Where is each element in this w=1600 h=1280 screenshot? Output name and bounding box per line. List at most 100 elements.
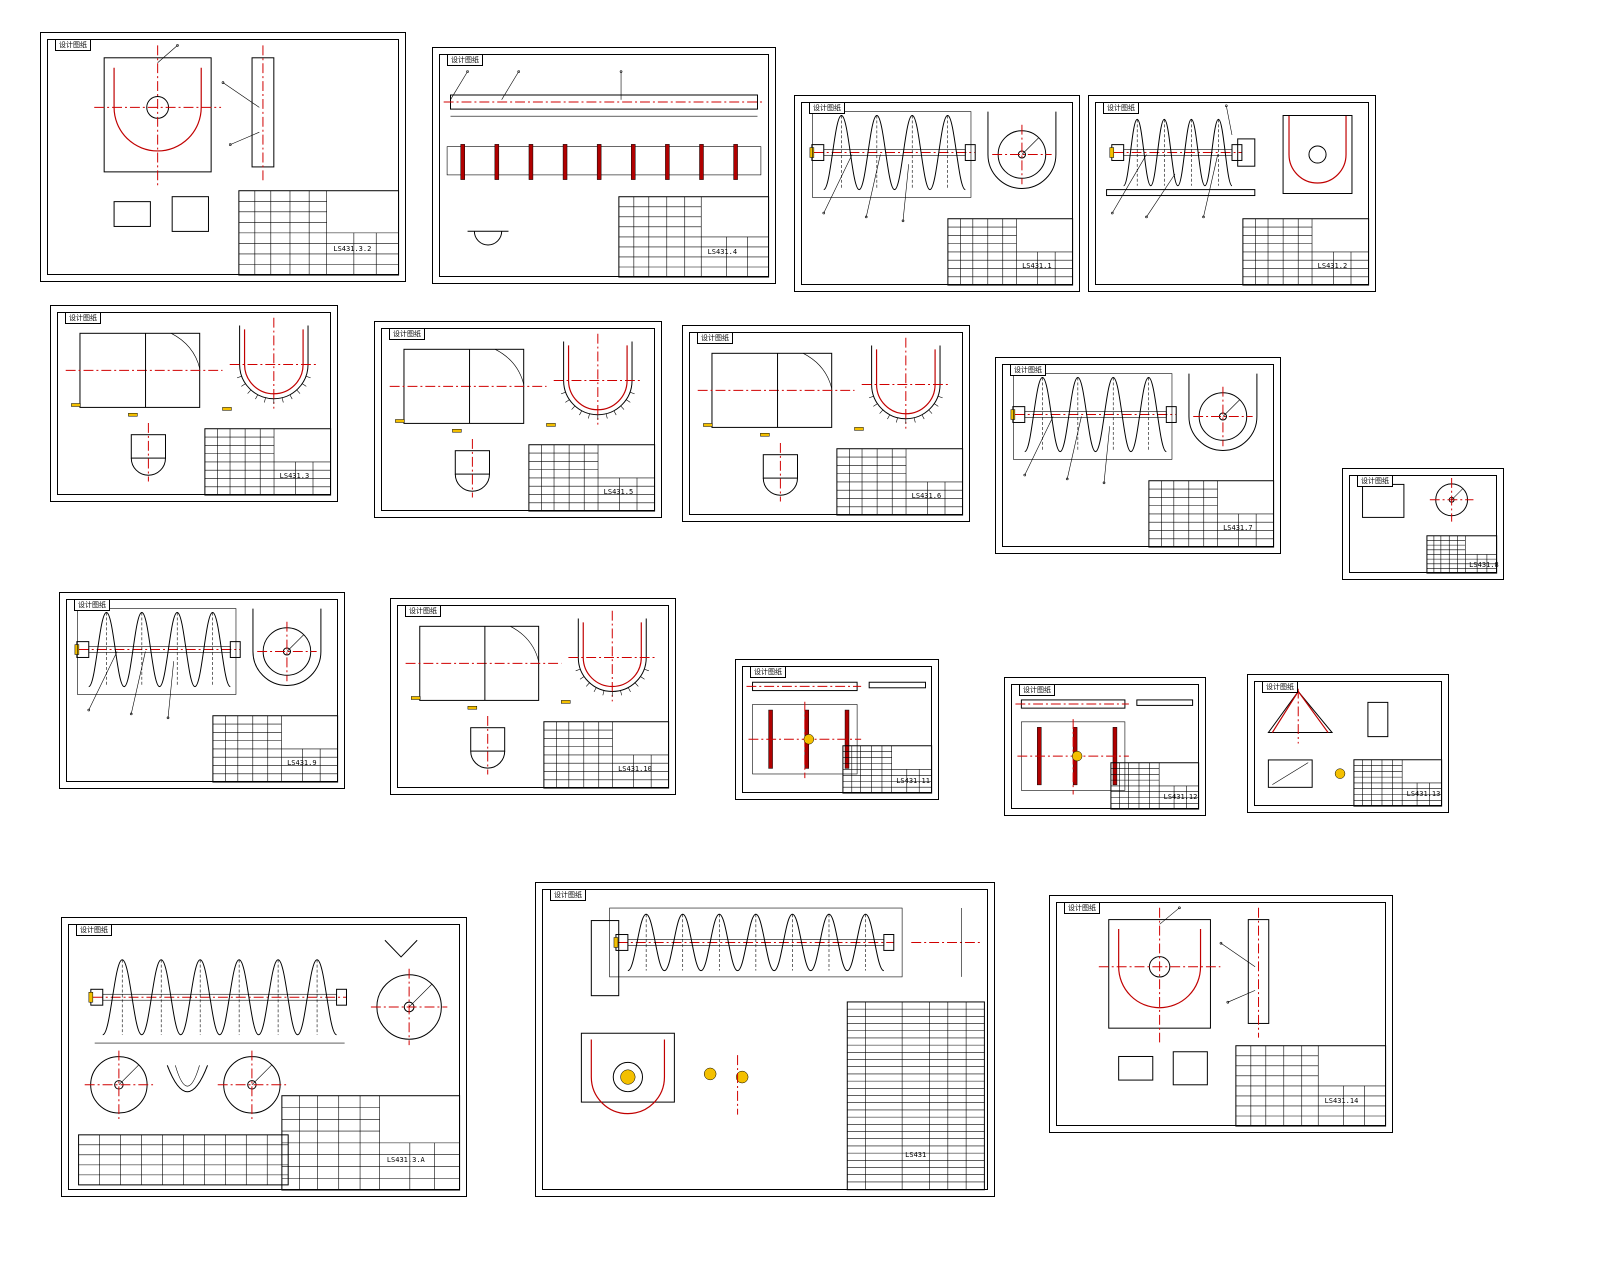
drawing-number: LS431.3.A bbox=[386, 1155, 425, 1164]
title-block bbox=[212, 715, 339, 783]
title-block bbox=[204, 428, 332, 496]
sheet-graphics bbox=[78, 939, 461, 1191]
sheet-tag: 设计图纸 bbox=[1064, 902, 1100, 914]
sheet-graphics bbox=[405, 610, 670, 789]
sheet-tag: 设计图纸 bbox=[76, 924, 112, 936]
drawing-sheet: 设计图纸 LS431.2 bbox=[1088, 95, 1376, 292]
sheet-tag: 设计图纸 bbox=[74, 599, 110, 611]
sheet-border bbox=[1254, 681, 1442, 806]
drawing-sheet: 设计图纸 LS431 bbox=[535, 882, 995, 1197]
drawing-number: LS431.6 bbox=[911, 491, 942, 500]
drawing-sheet: 设计图纸 LS431.6 bbox=[682, 325, 970, 522]
sheet-tag: 设计图纸 bbox=[55, 39, 91, 51]
drawing-number: LS431.5 bbox=[603, 487, 634, 496]
sheet-border bbox=[1349, 475, 1497, 573]
title-block bbox=[842, 745, 933, 794]
sheet-tag: 设计图纸 bbox=[1019, 684, 1055, 696]
sheet-border bbox=[66, 599, 338, 782]
drawing-sheet: 设计图纸 LS431.7 bbox=[995, 357, 1281, 554]
drawing-sheet: 设计图纸 LS431.8 bbox=[1342, 468, 1504, 580]
drawing-number: LS431.13 bbox=[1406, 790, 1441, 799]
title-block bbox=[618, 196, 770, 278]
drawing-number: LS431.3.2 bbox=[333, 244, 372, 253]
drawing-number: LS431.9 bbox=[287, 758, 317, 767]
sheet-graphics bbox=[443, 70, 770, 278]
sheet-border bbox=[801, 102, 1073, 285]
title-block bbox=[1242, 218, 1370, 286]
sheet-graphics bbox=[1015, 699, 1200, 810]
sheet-border bbox=[47, 39, 399, 275]
sheet-tag: 设计图纸 bbox=[550, 889, 586, 901]
sheet-border bbox=[542, 889, 988, 1190]
drawing-sheet: 设计图纸 LS431.4 bbox=[432, 47, 776, 284]
sheet-border bbox=[1011, 684, 1199, 809]
sheet-border bbox=[381, 328, 655, 511]
sheet-tag: 设计图纸 bbox=[697, 332, 733, 344]
drawing-number: LS431.10 bbox=[618, 764, 652, 773]
drawing-sheet: 设计图纸 LS431.3.A bbox=[61, 917, 467, 1197]
sheet-border bbox=[742, 666, 932, 793]
sheet-graphics bbox=[1106, 104, 1370, 286]
drawing-number: LS431.14 bbox=[1324, 1097, 1359, 1106]
sheet-graphics bbox=[94, 44, 400, 276]
drawing-sheet: 设计图纸 LS431.3.2 bbox=[40, 32, 406, 282]
drawing-number: LS431.3 bbox=[279, 471, 310, 480]
sheet-border bbox=[439, 54, 769, 277]
title-block bbox=[1235, 1045, 1387, 1127]
sheet-tag: 设计图纸 bbox=[389, 328, 425, 340]
drawing-number: LS431 bbox=[905, 1151, 927, 1160]
sheet-tag: 设计图纸 bbox=[1103, 102, 1139, 114]
sheet-tag: 设计图纸 bbox=[1010, 364, 1046, 376]
sheet-border bbox=[68, 924, 460, 1190]
sheet-graphics bbox=[1267, 688, 1443, 807]
sheet-tag: 设计图纸 bbox=[750, 666, 786, 678]
drawing-sheet: 设计图纸 LS431.10 bbox=[390, 598, 676, 795]
sheet-tag: 设计图纸 bbox=[1262, 681, 1298, 693]
title-block bbox=[543, 721, 670, 789]
parameter-table bbox=[78, 1134, 289, 1186]
drawing-number: LS431.7 bbox=[1223, 523, 1253, 532]
drawing-sheet: 设计图纸 LS431.14 bbox=[1049, 895, 1393, 1133]
sheet-tag: 设计图纸 bbox=[809, 102, 845, 114]
drawing-sheet: 设计图纸 LS431.13 bbox=[1247, 674, 1449, 813]
title-block bbox=[836, 448, 964, 516]
sheet-tag: 设计图纸 bbox=[405, 605, 441, 617]
title-block bbox=[281, 1095, 461, 1191]
sheet-tag: 设计图纸 bbox=[447, 54, 483, 66]
sheet-graphics bbox=[74, 608, 339, 783]
drawing-sheet: 设计图纸 LS431.11 bbox=[735, 659, 939, 800]
drawing-number: LS431.4 bbox=[707, 248, 738, 257]
title-block bbox=[1148, 480, 1275, 548]
drawing-number: LS431.1 bbox=[1022, 261, 1052, 270]
sheet-graphics bbox=[65, 317, 332, 496]
drawing-number: LS431.2 bbox=[1317, 261, 1348, 270]
sheet-graphics bbox=[809, 111, 1074, 286]
sheet-graphics bbox=[746, 681, 933, 794]
drawing-number: LS431.12 bbox=[1163, 793, 1198, 802]
sheet-graphics bbox=[580, 907, 985, 1191]
sheet-graphics bbox=[1098, 906, 1387, 1127]
title-block bbox=[1426, 535, 1498, 574]
title-block bbox=[1353, 759, 1443, 807]
drawing-sheet: 设计图纸 LS431.3 bbox=[50, 305, 338, 502]
drawing-sheet: 设计图纸 LS431.9 bbox=[59, 592, 345, 789]
title-block bbox=[1110, 762, 1200, 810]
drawing-number: LS431.11 bbox=[896, 776, 930, 785]
sheet-border bbox=[1002, 364, 1274, 547]
sheet-tag: 设计图纸 bbox=[65, 312, 101, 324]
sheet-graphics bbox=[389, 333, 656, 512]
drawing-sheet: 设计图纸 LS431.5 bbox=[374, 321, 662, 518]
title-block bbox=[238, 190, 400, 276]
sheet-border bbox=[1095, 102, 1369, 285]
sheet-border bbox=[397, 605, 669, 788]
title-block bbox=[947, 218, 1074, 286]
sheet-border bbox=[689, 332, 963, 515]
sheet-tag: 设计图纸 bbox=[1357, 475, 1393, 487]
drawing-sheet: 设计图纸 LS431.12 bbox=[1004, 677, 1206, 816]
sheet-border bbox=[57, 312, 331, 495]
sheet-graphics bbox=[1010, 373, 1275, 548]
drawing-sheet: 设计图纸 LS431.1 bbox=[794, 95, 1080, 292]
drawing-number: LS431.8 bbox=[1469, 560, 1499, 569]
sheet-border bbox=[1056, 902, 1386, 1126]
title-block bbox=[528, 444, 656, 512]
